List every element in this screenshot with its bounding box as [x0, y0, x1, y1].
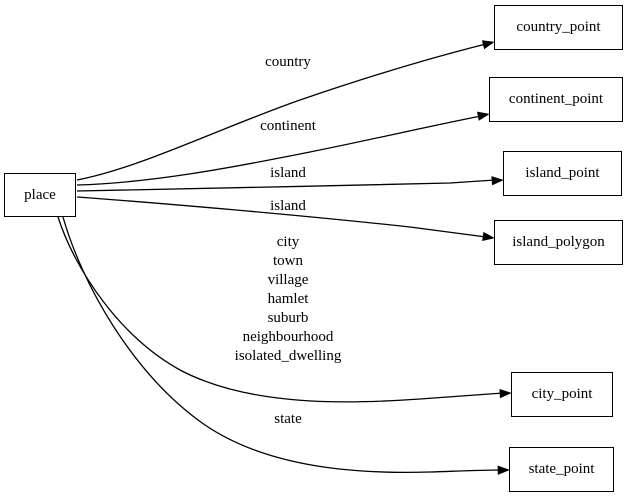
edge-place-to-state_point — [62, 216, 502, 474]
edge-label-state_point: state — [274, 410, 302, 429]
edge-label-line: suburb — [267, 310, 309, 326]
node-state_point[interactable]: state_point — [509, 447, 614, 492]
node-island_polygon[interactable]: island_polygon — [494, 220, 623, 265]
node-label: city_point — [531, 386, 593, 402]
node-label: country_point — [516, 19, 601, 35]
node-country_point[interactable]: country_point — [494, 5, 623, 50]
edge-label-line: island — [270, 165, 306, 181]
arrowhead-icon — [499, 388, 512, 399]
arrowhead-icon — [497, 465, 510, 475]
node-label: continent_point — [508, 91, 604, 107]
arrowhead-icon — [481, 40, 495, 50]
edge-label-line: island — [270, 198, 306, 214]
edge-label-line: village — [267, 272, 309, 288]
edge-label-line: hamlet — [267, 291, 309, 307]
node-city_point[interactable]: city_point — [511, 372, 613, 417]
edge-label-line: state — [274, 411, 302, 427]
edge-place-to-island_polygon — [76, 196, 487, 238]
edge-label-country_point: country — [265, 53, 311, 72]
edge-place-to-city_point — [57, 216, 504, 403]
edge-label-island_point: island — [270, 164, 306, 183]
edge-label-line: isolated_dwelling — [234, 348, 342, 364]
node-label: state_point — [528, 461, 595, 477]
node-place[interactable]: place — [4, 173, 76, 217]
edge-label-line: town — [273, 253, 303, 269]
edge-place-to-continent_point — [76, 115, 482, 186]
node-label: place — [24, 186, 56, 203]
edge-place-to-country_point — [76, 43, 487, 181]
edge-label-continent_point: continent — [260, 117, 316, 136]
edge-place-to-island_point — [76, 179, 496, 192]
node-label: island_polygon — [512, 234, 605, 250]
arrowhead-icon — [491, 176, 504, 186]
node-label: island_point — [525, 165, 600, 181]
arrowhead-icon — [482, 231, 495, 242]
edge-label-line: country — [265, 54, 311, 70]
edge-label-line: continent — [260, 118, 316, 134]
node-continent_point[interactable]: continent_point — [489, 77, 623, 122]
edge-label-city_point: city town village hamlet suburb neighbourhood… — [235, 233, 342, 366]
edge-label-line: neighbourhood — [242, 329, 334, 345]
node-island_point[interactable]: island_point — [503, 151, 622, 196]
edge-label-line: city — [276, 234, 300, 250]
arrowhead-icon — [477, 111, 490, 121]
edge-label-island_polygon: island — [270, 197, 306, 216]
